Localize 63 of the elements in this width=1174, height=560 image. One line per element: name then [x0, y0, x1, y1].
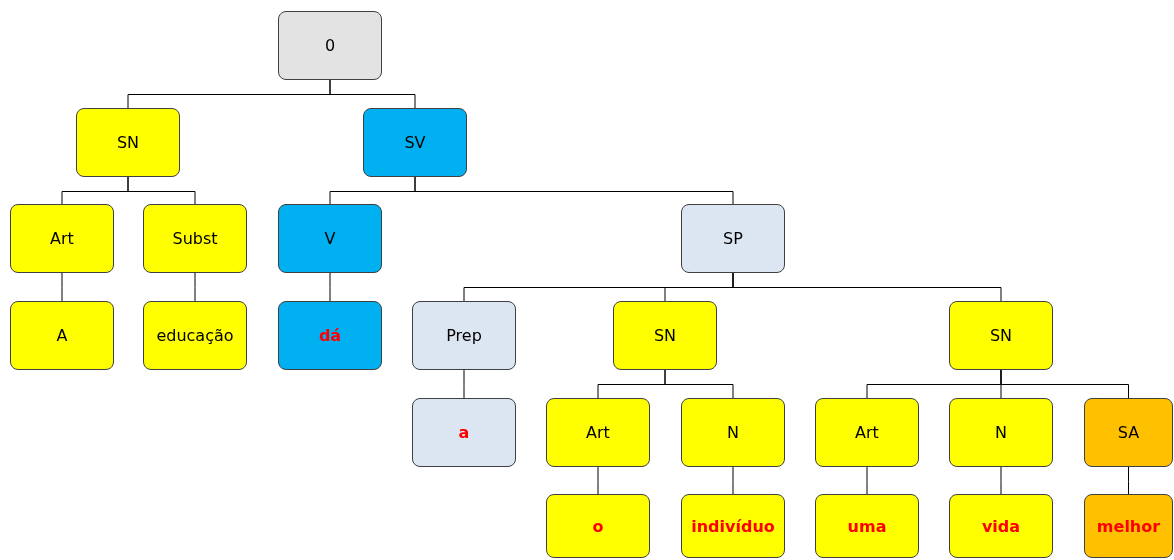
tree-connector	[329, 79, 416, 109]
tree-connector	[61, 272, 63, 302]
category-label: SN	[653, 326, 677, 345]
category-label: Subst	[172, 229, 218, 248]
tree-node-box	[949, 301, 1053, 370]
category-label: Art	[50, 229, 74, 248]
tree-connector	[597, 466, 599, 495]
tree-node-box	[1084, 398, 1173, 467]
tree-node-box	[815, 398, 919, 467]
tree-node-box	[10, 301, 114, 370]
category-label: SV	[404, 133, 426, 152]
category-label: SN	[989, 326, 1013, 345]
category-label: educação	[156, 326, 234, 345]
word-label: uma	[847, 516, 887, 536]
tree-connector	[664, 369, 734, 399]
tree-node-box	[278, 204, 382, 273]
tree-connector	[1000, 369, 1129, 399]
word-label: a	[458, 423, 470, 442]
category-label: SP	[723, 229, 743, 248]
tree-node-box	[949, 398, 1053, 467]
tree-connector	[732, 466, 734, 495]
tree-node-box	[143, 204, 247, 273]
tree-node-box	[278, 301, 382, 370]
tree-node-box	[681, 204, 785, 273]
tree-node-box	[143, 301, 247, 370]
tree-node-box	[1084, 494, 1173, 558]
category-label: Art	[586, 423, 610, 442]
tree-connector	[732, 272, 1002, 302]
tree-connector	[1128, 466, 1129, 495]
word-label: melhor	[1096, 516, 1161, 536]
tree-node-box	[412, 398, 516, 467]
word-label: o	[592, 516, 604, 536]
tree-node-box	[815, 494, 919, 558]
category-label: Art	[855, 423, 879, 442]
tree-node-box	[412, 301, 516, 370]
category-label: 0	[324, 36, 336, 55]
tree-node-box	[949, 494, 1053, 558]
tree-node-box	[363, 108, 467, 177]
tree-node-box	[76, 108, 180, 177]
category-label: SN	[116, 133, 140, 152]
tree-connector	[463, 369, 465, 399]
tree-connector	[194, 272, 196, 302]
tree-connector	[866, 466, 868, 495]
word-label: indivíduo	[691, 516, 775, 536]
tree-connector	[127, 176, 196, 205]
tree-node-box	[278, 11, 382, 80]
category-label: N	[995, 423, 1007, 442]
tree-node-box	[681, 494, 785, 558]
tree-node-box	[546, 398, 650, 467]
tree-connector	[329, 272, 331, 302]
tree-node-box	[681, 398, 785, 467]
category-label: N	[727, 423, 739, 442]
word-label: dá	[318, 326, 342, 345]
tree-node-box	[546, 494, 650, 558]
word-label: vida	[981, 516, 1021, 536]
tree-node-box	[613, 301, 717, 370]
tree-connector	[1000, 466, 1002, 495]
category-label: A	[56, 326, 68, 345]
category-label: Prep	[446, 326, 482, 345]
category-label: V	[324, 229, 336, 248]
category-label: SA	[1117, 423, 1140, 442]
tree-node-box	[10, 204, 114, 273]
tree-connector	[414, 176, 734, 205]
